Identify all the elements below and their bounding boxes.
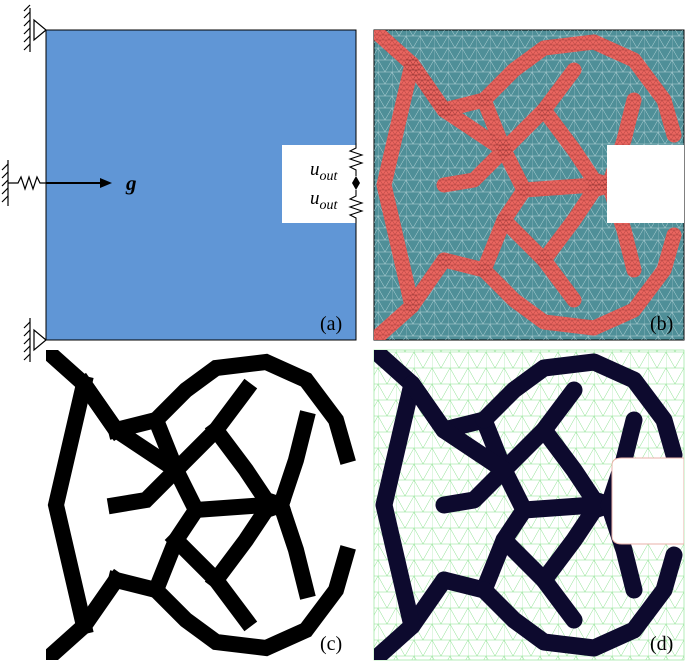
panel-label-b: (b) <box>650 313 673 335</box>
void-region-d <box>611 457 684 545</box>
panel-label-c: (c) <box>320 633 342 655</box>
panel-label-d: (d) <box>650 633 673 655</box>
output-label-top-sub: out <box>320 169 339 184</box>
output-label-bottom-base: u <box>310 188 320 209</box>
panel-b: (b) <box>373 29 685 341</box>
void-region-b <box>607 145 684 223</box>
panel-c: (c) <box>46 350 356 660</box>
output-springs <box>348 143 364 223</box>
output-label-top: uout <box>310 159 339 184</box>
load-symbol: g <box>125 171 137 195</box>
output-label-bottom: uout <box>310 188 339 213</box>
input-spring <box>1 160 46 206</box>
output-label-top-base: u <box>310 159 320 180</box>
bottom-pin-support <box>23 318 47 362</box>
panel-label-a: (a) <box>320 313 342 335</box>
load-arrow <box>46 178 112 188</box>
output-label-bottom-sub: out <box>320 198 339 213</box>
panel-d: (d) <box>373 349 685 661</box>
panel-a: g uout uout (a) <box>1 4 364 362</box>
void-region <box>282 145 358 223</box>
top-pin-support <box>23 4 47 52</box>
output-arrows <box>352 176 360 190</box>
